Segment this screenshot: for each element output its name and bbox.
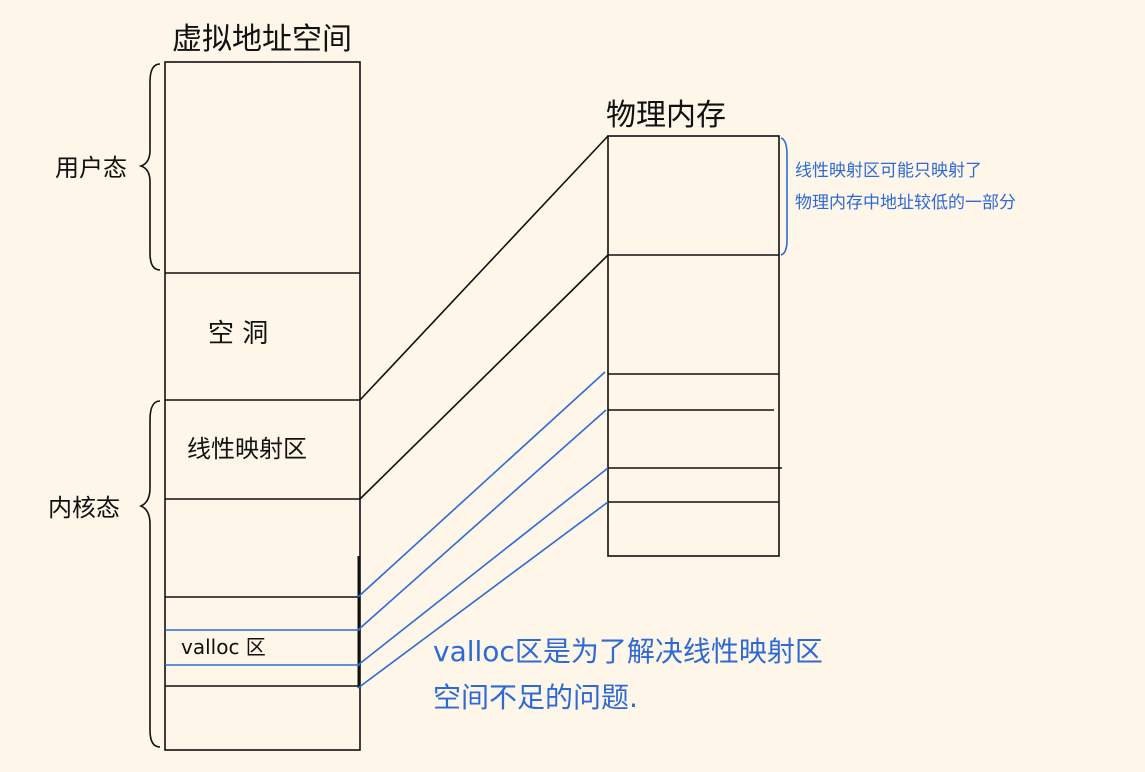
linear-region-label: 线性映射区 bbox=[187, 435, 307, 463]
physical-note-brace bbox=[780, 137, 788, 256]
virtual-title: 虚拟地址空间 bbox=[172, 22, 352, 57]
physical-memory-column bbox=[607, 135, 782, 557]
linear-map-line-top bbox=[359, 135, 609, 401]
virtual-address-column bbox=[164, 61, 361, 751]
vmalloc-map-line-1 bbox=[357, 371, 606, 598]
physical-note-line1: 线性映射区可能只映射了 bbox=[795, 161, 982, 181]
annotation-line2: 空间不足的问题. bbox=[433, 681, 638, 714]
physical-title: 物理内存 bbox=[606, 98, 726, 133]
vmalloc-region-label: valloc 区 bbox=[181, 635, 266, 659]
hole-label: 空 洞 bbox=[208, 319, 269, 349]
user-brace bbox=[138, 63, 161, 271]
vmalloc-map-line-4 bbox=[357, 501, 609, 689]
kernel-mode-label: 内核态 bbox=[48, 494, 120, 522]
linear-mapping-lines bbox=[359, 135, 609, 500]
physical-outer-box bbox=[607, 135, 780, 557]
vmalloc-mapping-lines bbox=[165, 371, 609, 689]
vmalloc-map-line-2 bbox=[357, 409, 607, 631]
vmalloc-map-line-3 bbox=[357, 467, 609, 666]
braces bbox=[138, 63, 161, 748]
annotation-line1: valloc区是为了解决线性映射区 bbox=[433, 635, 823, 668]
user-mode-label: 用户态 bbox=[55, 154, 127, 182]
linear-map-line-bottom bbox=[359, 254, 609, 500]
physical-note-line2: 物理内存中地址较低的一部分 bbox=[795, 193, 1016, 213]
kernel-brace bbox=[139, 400, 161, 748]
virtual-outer-box bbox=[164, 61, 361, 751]
